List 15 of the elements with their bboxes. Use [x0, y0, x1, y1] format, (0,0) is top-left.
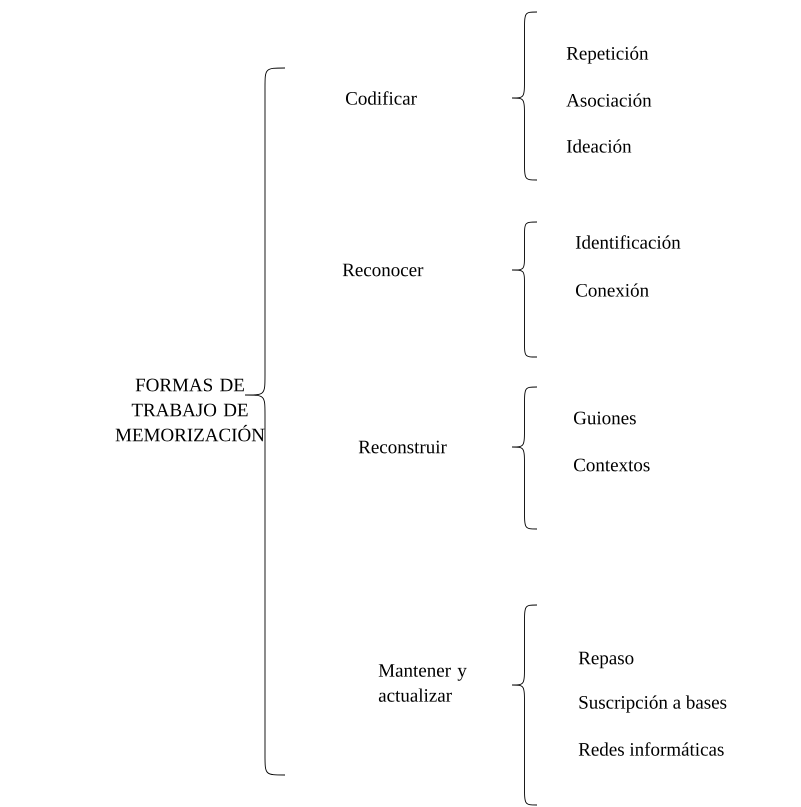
text-label: Contextos	[574, 458, 650, 472]
text-label: Repetición	[566, 46, 648, 64]
text-label: Ideación	[566, 139, 632, 153]
text-label: Asociación	[566, 93, 652, 107]
text-label: Redes informáticas	[578, 742, 724, 756]
text-label: Reconocer	[342, 264, 424, 276]
text-label: Identificación	[576, 235, 680, 249]
text-label: Conexión	[576, 283, 649, 297]
text-label: Reconstruir	[358, 440, 447, 454]
text-label: Repaso	[578, 652, 634, 668]
text-label: Suscripción a bases	[579, 695, 726, 713]
text-label: Mantener y actualizar	[378, 664, 467, 702]
text-label: Codificar	[346, 91, 417, 105]
text-label: Guiones	[574, 412, 636, 424]
text-label: FORMAS DE TRABAJO DE MEMORIZACIÓN	[116, 378, 264, 442]
